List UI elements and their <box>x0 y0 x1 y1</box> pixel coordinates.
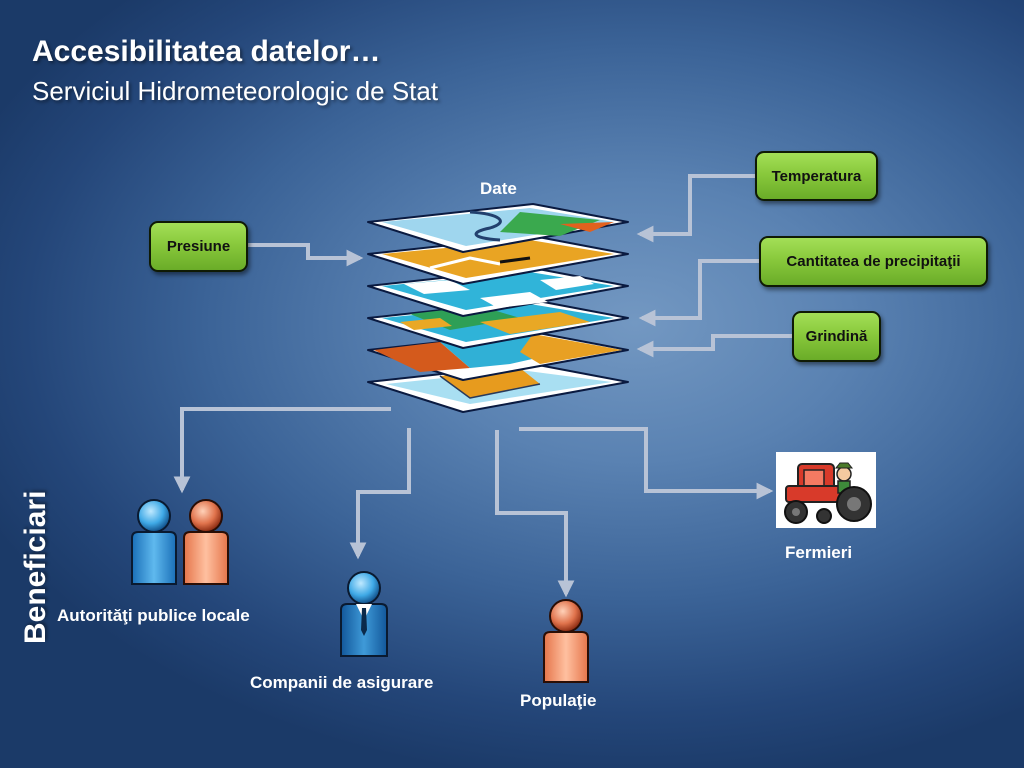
arrow-to-populatie <box>495 430 575 598</box>
input-label-temperatura: Temperatura <box>771 167 862 185</box>
input-label-presiune: Presiune <box>166 238 231 255</box>
label-autoritati: Autorităţi publice locale <box>57 606 250 625</box>
tractor-farmer-icon <box>776 452 876 528</box>
input-box-grindina: Grindină <box>792 311 881 362</box>
label-companii: Companii de asigurare <box>250 673 434 692</box>
data-layers-label: Date <box>480 179 517 198</box>
person-orange-icon <box>180 498 232 593</box>
input-box-precipitatii: Cantitatea de precipitaţii <box>759 236 988 287</box>
slide-subtitle: Serviciul Hidrometeorologic de Stat <box>32 76 439 106</box>
slide-title: Accesibilitatea datelor… <box>32 35 381 68</box>
input-box-temperatura: Temperatura <box>755 151 878 201</box>
arrow-precipitatii <box>638 259 760 327</box>
input-box-presiune: Presiune <box>149 221 248 272</box>
arrow-to-fermieri <box>519 427 774 500</box>
person-blue-icon <box>128 498 180 593</box>
arrow-temperatura <box>636 174 756 243</box>
arrow-to-companii <box>349 428 411 560</box>
input-label-grindina: Grindină <box>805 328 868 345</box>
label-populatie: Populaţie <box>520 691 597 710</box>
input-label-precipitatii: Cantitatea de precipitaţii <box>786 253 961 270</box>
businessman-icon <box>336 570 392 665</box>
arrow-grindina <box>636 334 793 358</box>
person-population-icon <box>540 598 592 693</box>
arrow-presiune <box>247 243 364 267</box>
label-fermieri: Fermieri <box>785 543 853 562</box>
arrow-to-autoritati <box>173 407 391 494</box>
map-layers-icon <box>367 203 629 413</box>
